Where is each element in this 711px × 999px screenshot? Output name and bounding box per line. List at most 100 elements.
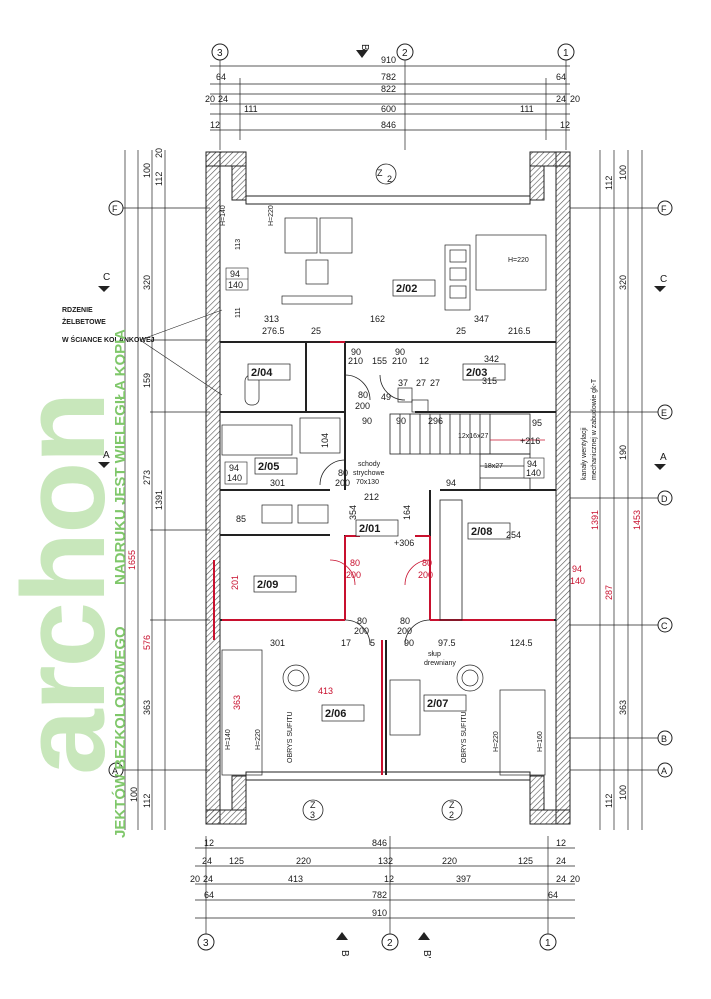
r80a: 80 [350,558,360,568]
room-2-09: 2/09 [257,579,278,591]
h160: H=160 [537,731,544,752]
right-dimensions [570,150,672,830]
h140b: H=140 [225,729,232,750]
dim-left-320: 320 [142,275,152,290]
axis-bot-2: 2 [387,938,393,949]
d90d: 90 [396,416,406,426]
room-2-04: 2/04 [251,367,273,379]
interior-walls [220,341,556,775]
note-vent-2: mechanicznej w zabudowie gk-T [591,378,598,480]
dim-top-910: 910 [381,55,396,65]
win140b: 140 [526,468,541,478]
d104: 104 [320,433,330,448]
left-dim-text: 20 100 112 320 159 273 363 1391 1655 576… [127,148,164,808]
red-363: 363 [232,695,242,710]
zz-br-z: Z [449,800,455,810]
d49: 49 [381,392,391,402]
dim-top-64a: 64 [216,72,226,82]
d90a: 90 [351,347,361,357]
dim-bot-220b: 220 [442,856,457,866]
furniture [221,217,547,776]
d200b: 200 [335,478,350,488]
dim-bot-24a: 24 [202,856,212,866]
d27a: 27 [416,378,426,388]
d200a: 200 [355,401,370,411]
d95: 95 [532,418,542,428]
win140a: 140 [228,280,243,290]
section-left-C: C [103,272,110,283]
dim-bot-910: 910 [372,908,387,918]
d216: +216 [520,436,540,446]
axis-right-F: F [661,204,667,214]
dim-bot-125b: 125 [518,856,533,866]
win140c: 140 [227,473,242,483]
d80a: 80 [358,390,368,400]
axis-right-E: E [661,408,667,418]
dim-top-12b: 12 [560,120,570,130]
doors [319,374,431,646]
r94: 94 [572,564,582,574]
dim-bot-20a: 20 [190,874,200,884]
bottom-dimensions [195,836,575,935]
dim-left-363: 363 [142,700,152,715]
top-dim-text: 910 64 782 64 822 20 24 24 20 111 600 11… [205,55,580,130]
slup-label-1: słup [428,651,441,658]
dim-top-600: 600 [381,104,396,114]
slup-label-2: drewniany [424,660,456,667]
dim-bot-12a: 12 [204,838,214,848]
axis-bot-3: 3 [203,938,209,949]
dim-top-12a: 12 [210,120,220,130]
axis-bubbles-right: F E D C B A C A [654,200,673,778]
d17: 17 [341,638,351,648]
dim-top-64b: 64 [556,72,566,82]
dim-left-273: 273 [142,470,152,485]
dim-bot-132: 132 [378,856,393,866]
left-dimensions [110,150,210,830]
dim-bot-24d: 24 [556,874,566,884]
axis-bot-1: 1 [545,938,551,949]
section-right-C: C [660,274,667,285]
d313: 313 [264,314,279,324]
dim-top-24a: 24 [218,94,228,104]
section-right-A: A [660,452,667,463]
d210b: 210 [392,356,407,366]
red-partitions [213,341,554,775]
zz-bl-z: Z [310,800,316,810]
room-2-01: 2/01 [359,523,380,535]
d90c: 90 [362,416,372,426]
r140: 140 [570,576,585,586]
r80b: 80 [422,558,432,568]
dim-bot-24b: 24 [556,856,566,866]
dim-right-bot-100: 100 [618,785,628,800]
dim-bot-64a: 64 [204,890,214,900]
dim-left-red-576: 576 [142,635,152,650]
h220d: H=220 [508,257,529,264]
right-dim-text: 112 100 320 190 363 1391 287 1453 112 10… [590,165,642,808]
watermark-line-1: NADRUKU JEST WIELEGIŁA KOPIA [112,328,129,585]
d2765: 276.5 [262,326,285,336]
axis-bubbles-left: F A C A [98,200,124,778]
zz-br-2: 2 [449,810,454,820]
stairs-spec: 12x16x27 [458,433,488,440]
d80d: 80 [400,616,410,626]
room-2-02: 2/02 [396,283,417,295]
dim-right-bot-112: 112 [604,794,614,808]
obrys-sufitu-1: OBRYS SUFITU [287,711,294,763]
dim-left-bot-100: 100 [129,787,139,802]
h113: 113 [235,239,242,250]
d18: 18x27 [484,463,503,470]
d254: 254 [506,530,521,540]
dim-top-20b: 20 [570,94,580,104]
dim-left-20: 20 [154,148,164,158]
note-vent-1: kanały wentylacji [581,427,588,480]
bottom-dim-text: 12 846 12 24 125 220 132 220 125 24 20 2… [190,838,580,918]
room-2-08: 2/08 [471,526,492,538]
d25b: 25 [456,326,466,336]
d94: 94 [446,478,456,488]
r200b: 200 [418,570,433,580]
dim-left-1391: 1391 [154,490,164,510]
d354: 354 [348,505,358,520]
dim-bot-846: 846 [372,838,387,848]
dim-left-100: 100 [142,163,152,178]
d90e: 90 [404,638,414,648]
